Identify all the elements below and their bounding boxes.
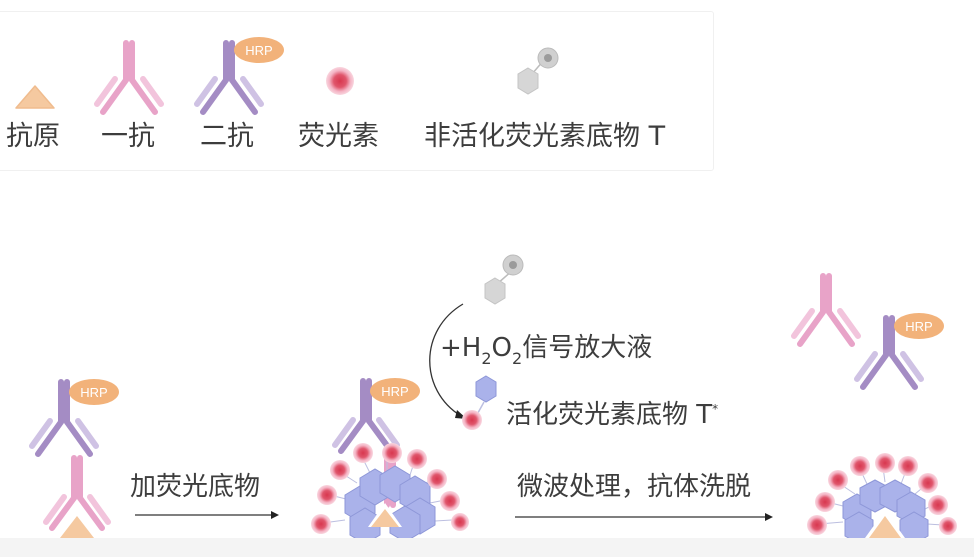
bottom-surface xyxy=(0,538,974,557)
secondary-antibody-hrp-icon: HRP xyxy=(194,37,284,115)
reagent-sub1: 2 xyxy=(481,349,492,368)
step2-arrow xyxy=(515,513,773,521)
legend-label-primary-antibody: 一抗 xyxy=(101,121,155,152)
step1-arrow xyxy=(135,511,279,519)
step2-label: 微波处理，抗体洗脱 xyxy=(517,472,752,502)
fluorophore-icon xyxy=(326,67,354,95)
antigen-triangle-icon xyxy=(15,85,55,109)
product-label-text: 活化荧光素底物 T xyxy=(506,400,713,430)
reagent-suffix: 信号放大液 xyxy=(522,333,653,363)
legend-label-inactive-substrate: 非活化荧光素底物 T xyxy=(424,121,666,152)
eluted-secondary-antibody-hrp: HRP xyxy=(854,313,944,390)
hrp-badge-text: HRP xyxy=(381,384,408,399)
stage3-retained-signal xyxy=(807,453,957,545)
reaction-reagent-label: +H2O2信号放大液 xyxy=(440,333,653,368)
primary-antibody-icon xyxy=(94,40,164,115)
stage2-amplified-complex: HRP xyxy=(311,378,469,545)
legend-label-fluorophore: 荧光素 xyxy=(298,121,379,152)
reagent-sub2: 2 xyxy=(512,349,523,368)
activated-substrate-icon xyxy=(462,375,497,430)
product-label-sup: * xyxy=(712,402,719,416)
legend-label-antigen: 抗原 xyxy=(6,121,60,152)
eluted-primary-antibody xyxy=(791,273,861,347)
reagent-prefix: +H xyxy=(440,333,482,363)
stage1-complex: HRP xyxy=(29,379,119,538)
inactive-substrate-icon xyxy=(517,47,559,95)
hrp-badge-text: HRP xyxy=(80,385,107,400)
step1-label: 加荧光底物 xyxy=(130,472,261,502)
reaction-product-label: 活化荧光素底物 T* xyxy=(506,400,718,434)
hrp-badge-text: HRP xyxy=(245,43,272,58)
reagent-o: O xyxy=(491,333,512,363)
hrp-badge-text: HRP xyxy=(905,319,932,334)
legend-label-secondary-antibody: 二抗 xyxy=(200,121,254,152)
reaction-inactive-substrate-icon xyxy=(484,254,524,305)
